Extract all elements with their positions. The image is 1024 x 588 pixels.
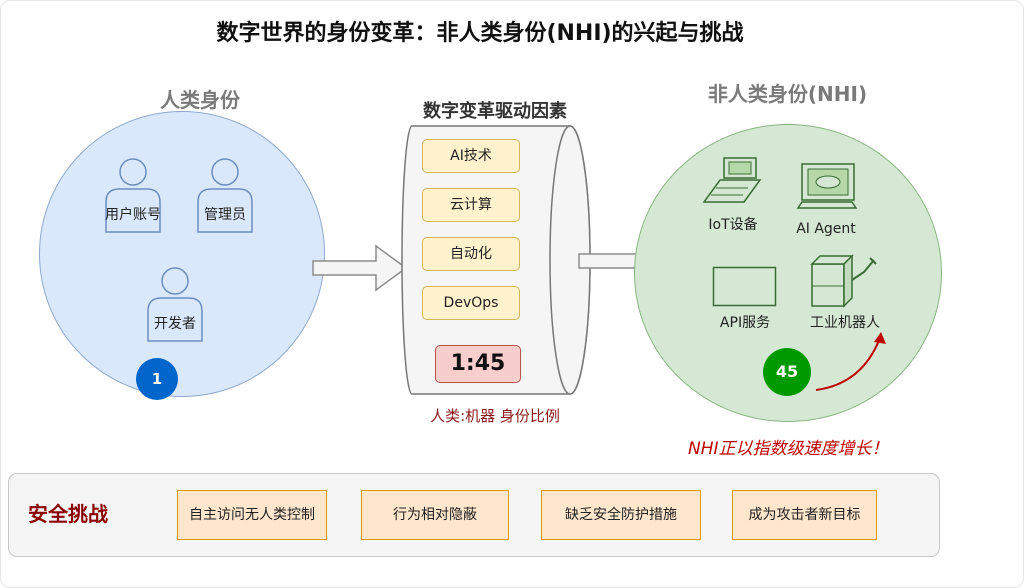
page-title: 数字世界的身份变革：非人类身份(NHI)的兴起与挑战	[216, 21, 744, 46]
ratio-box: 1:45	[435, 345, 521, 383]
human-identity-circle	[39, 111, 325, 397]
driver-item-cloud: 云计算	[422, 188, 520, 222]
security-heading: 安全挑战	[28, 502, 108, 526]
growth-text: NHI正以指数级速度增长！	[688, 439, 889, 459]
user-account-icon	[105, 158, 161, 233]
developer-label: 开发者	[154, 316, 196, 332]
ai-agent-icon	[796, 163, 858, 209]
ratio-caption: 人类:机器 身份比例	[430, 407, 560, 425]
iot-device-icon	[702, 157, 762, 203]
driver-item-devops: DevOps	[422, 286, 520, 320]
arrow-right-icon	[312, 244, 408, 292]
challenge-item-lack-protection: 缺乏安全防护措施	[541, 490, 701, 540]
drivers-heading: 数字变革驱动因素	[423, 101, 567, 122]
human-count-badge: 1	[136, 358, 178, 400]
user-account-label: 用户账号	[105, 207, 161, 223]
nhi-heading: 非人类身份(NHI)	[707, 82, 868, 106]
developer-icon	[147, 267, 203, 342]
challenge-item-attack-target: 成为攻击者新目标	[732, 490, 877, 540]
challenge-item-autonomous-access: 自主访问无人类控制	[177, 490, 327, 540]
api-service-label: API服务	[719, 315, 771, 331]
driver-item-automation: 自动化	[422, 237, 520, 271]
nhi-count-badge: 45	[763, 348, 811, 396]
growth-arrow-icon	[815, 332, 886, 391]
ai-agent-label: AI Agent	[796, 221, 856, 237]
api-service-icon	[712, 266, 777, 307]
driver-item-ai: AI技术	[422, 139, 520, 173]
industrial-robot-icon	[810, 254, 877, 308]
human-heading: 人类身份	[160, 88, 240, 112]
iot-device-label: IoT设备	[708, 217, 758, 233]
challenge-item-hidden-behavior: 行为相对隐蔽	[361, 490, 509, 540]
admin-label: 管理员	[204, 207, 246, 223]
admin-icon	[197, 158, 253, 233]
industrial-robot-label: 工业机器人	[810, 315, 880, 331]
